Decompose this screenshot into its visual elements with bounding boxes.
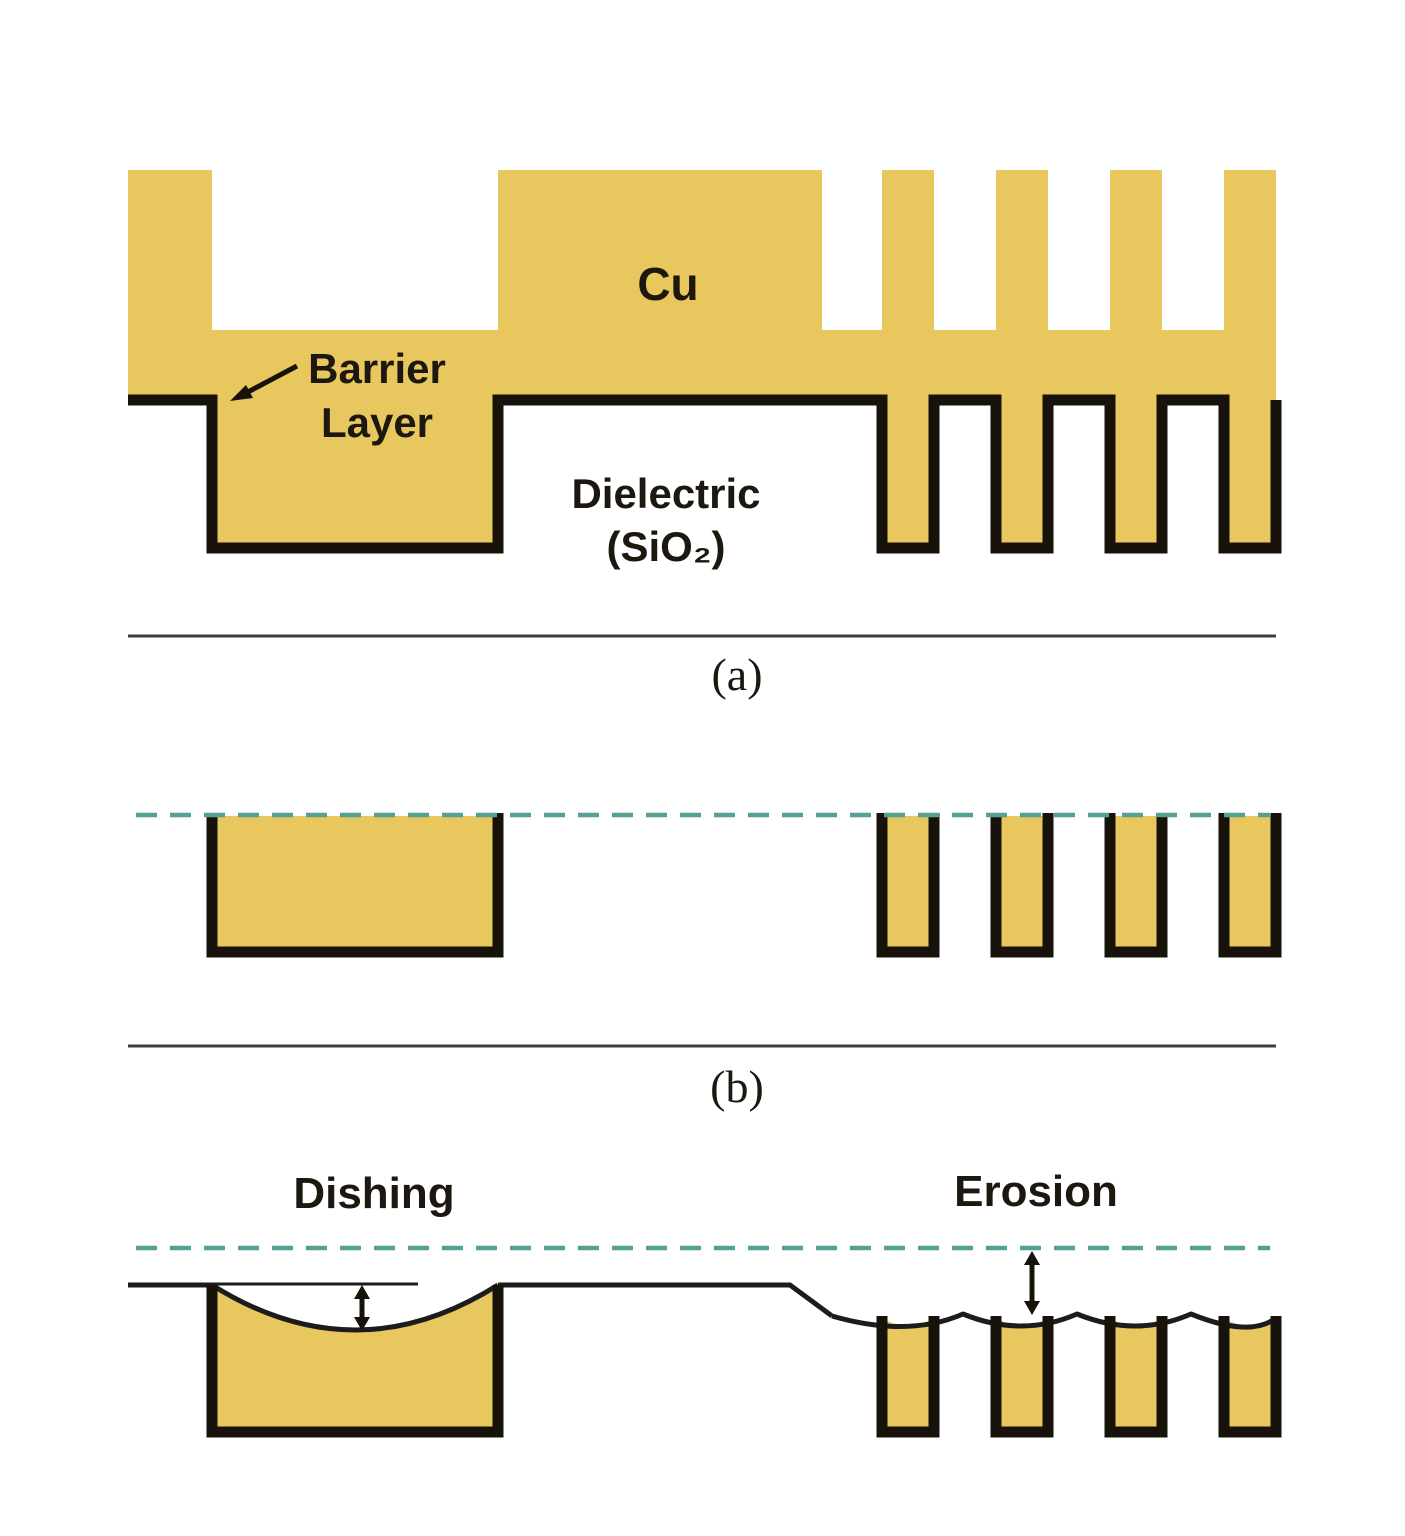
- dielectric-label-line2: (SiO₂): [607, 523, 726, 570]
- panel-a: Cu Barrier Layer Dielectric (SiO₂) (a): [128, 170, 1282, 700]
- narrow-trench-fill-b: [1110, 816, 1162, 952]
- narrow-trench-outline-c: [876, 1316, 940, 1438]
- dished-copper-surface: [210, 1282, 500, 1333]
- panel-a-caption: (a): [711, 649, 762, 700]
- panel-b-caption: (b): [710, 1061, 764, 1112]
- dielectric-label-line1: Dielectric: [571, 470, 760, 517]
- narrow-trench-outline-c: [1104, 1316, 1168, 1438]
- wide-trench-outline-c: [206, 1285, 504, 1438]
- barrier-layer-label-line2: Layer: [321, 399, 433, 446]
- barrier-pointer-arrowhead: [230, 385, 253, 401]
- narrow-trench-outline-b: [876, 813, 940, 958]
- narrow-trench-outline-c: [1218, 1316, 1282, 1438]
- wide-trench-fill-b: [212, 816, 498, 952]
- erosion-arrowhead-up: [1024, 1251, 1040, 1265]
- panel-b: (b): [128, 812, 1282, 1112]
- narrow-trench-fill-c: [1110, 1318, 1162, 1432]
- erosion-arrowhead-down: [1024, 1301, 1040, 1315]
- dishing-arrowhead-up: [354, 1285, 370, 1299]
- barrier-pointer-arrow: [244, 363, 299, 396]
- narrow-trench-fill-c: [996, 1318, 1048, 1432]
- narrow-trench-outline-b: [990, 813, 1054, 958]
- barrier-layer-outline: [128, 394, 1282, 554]
- narrow-trench-fill-c: [1224, 1318, 1276, 1432]
- narrow-trench-fill-b: [882, 816, 934, 952]
- narrow-trench-outline-b: [1218, 813, 1282, 958]
- barrier-layer-label-line1: Barrier: [308, 345, 446, 392]
- narrow-trench-outline-b: [1104, 813, 1168, 958]
- wide-trench-outline-b: [206, 813, 504, 958]
- dishing-arrowhead-down: [354, 1317, 370, 1331]
- field-surface-middle: [498, 1282, 834, 1319]
- panel-c: Dishing Erosion: [128, 1167, 1282, 1438]
- cu-label: Cu: [637, 258, 698, 310]
- erosion-label: Erosion: [954, 1167, 1118, 1216]
- eroded-surface-wavy: [831, 1311, 1278, 1330]
- narrow-trench-outline-c: [990, 1316, 1054, 1438]
- wide-trench-fill-c: [212, 1288, 498, 1432]
- copper-overburden-shape: [128, 170, 1276, 548]
- narrow-trench-fill-b: [996, 816, 1048, 952]
- narrow-trench-fill-c: [882, 1318, 934, 1432]
- narrow-trench-fill-b: [1224, 816, 1276, 952]
- dishing-label: Dishing: [293, 1169, 454, 1218]
